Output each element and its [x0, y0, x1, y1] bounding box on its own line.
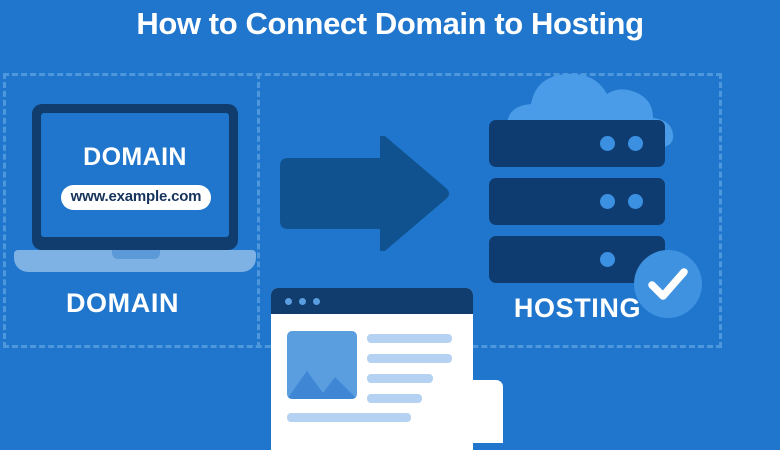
server-status-dot	[628, 136, 643, 151]
laptop-bezel: DOMAIN www.example.com	[32, 104, 238, 250]
laptop-screen: DOMAIN www.example.com	[41, 113, 229, 237]
browser-text-line	[367, 334, 452, 343]
browser-text-line	[367, 394, 422, 403]
browser-window-dot	[299, 298, 306, 305]
laptop-base	[14, 250, 256, 272]
server-status-dot	[628, 194, 643, 209]
server-rack-row	[489, 178, 665, 225]
browser-titlebar	[271, 288, 473, 314]
server-status-dot	[600, 252, 615, 267]
screen-heading-domain: DOMAIN	[83, 143, 187, 171]
server-status-dot	[600, 136, 615, 151]
page-title: How to Connect Domain to Hosting	[136, 6, 644, 41]
domain-caption: DOMAIN	[65, 288, 180, 318]
browser-window-icon	[271, 288, 473, 450]
url-text: www.example.com	[70, 188, 202, 205]
url-address-pill[interactable]: www.example.com	[61, 185, 211, 210]
arrow-right-icon	[280, 136, 449, 251]
server-status-dot	[600, 194, 615, 209]
browser-window-dot	[313, 298, 320, 305]
server-rack-row	[489, 120, 665, 167]
browser-text-line	[287, 413, 411, 422]
image-placeholder-icon	[287, 331, 357, 399]
browser-text-line	[367, 374, 433, 383]
check-circle-icon-browser	[440, 380, 503, 443]
browser-window-dot	[285, 298, 292, 305]
laptop-trackpad-notch	[112, 250, 160, 259]
hosting-caption: HOSTING	[513, 293, 642, 323]
browser-text-line	[367, 354, 452, 363]
dashed-frame-divider	[257, 73, 260, 348]
check-circle-icon-hosting	[634, 250, 702, 318]
